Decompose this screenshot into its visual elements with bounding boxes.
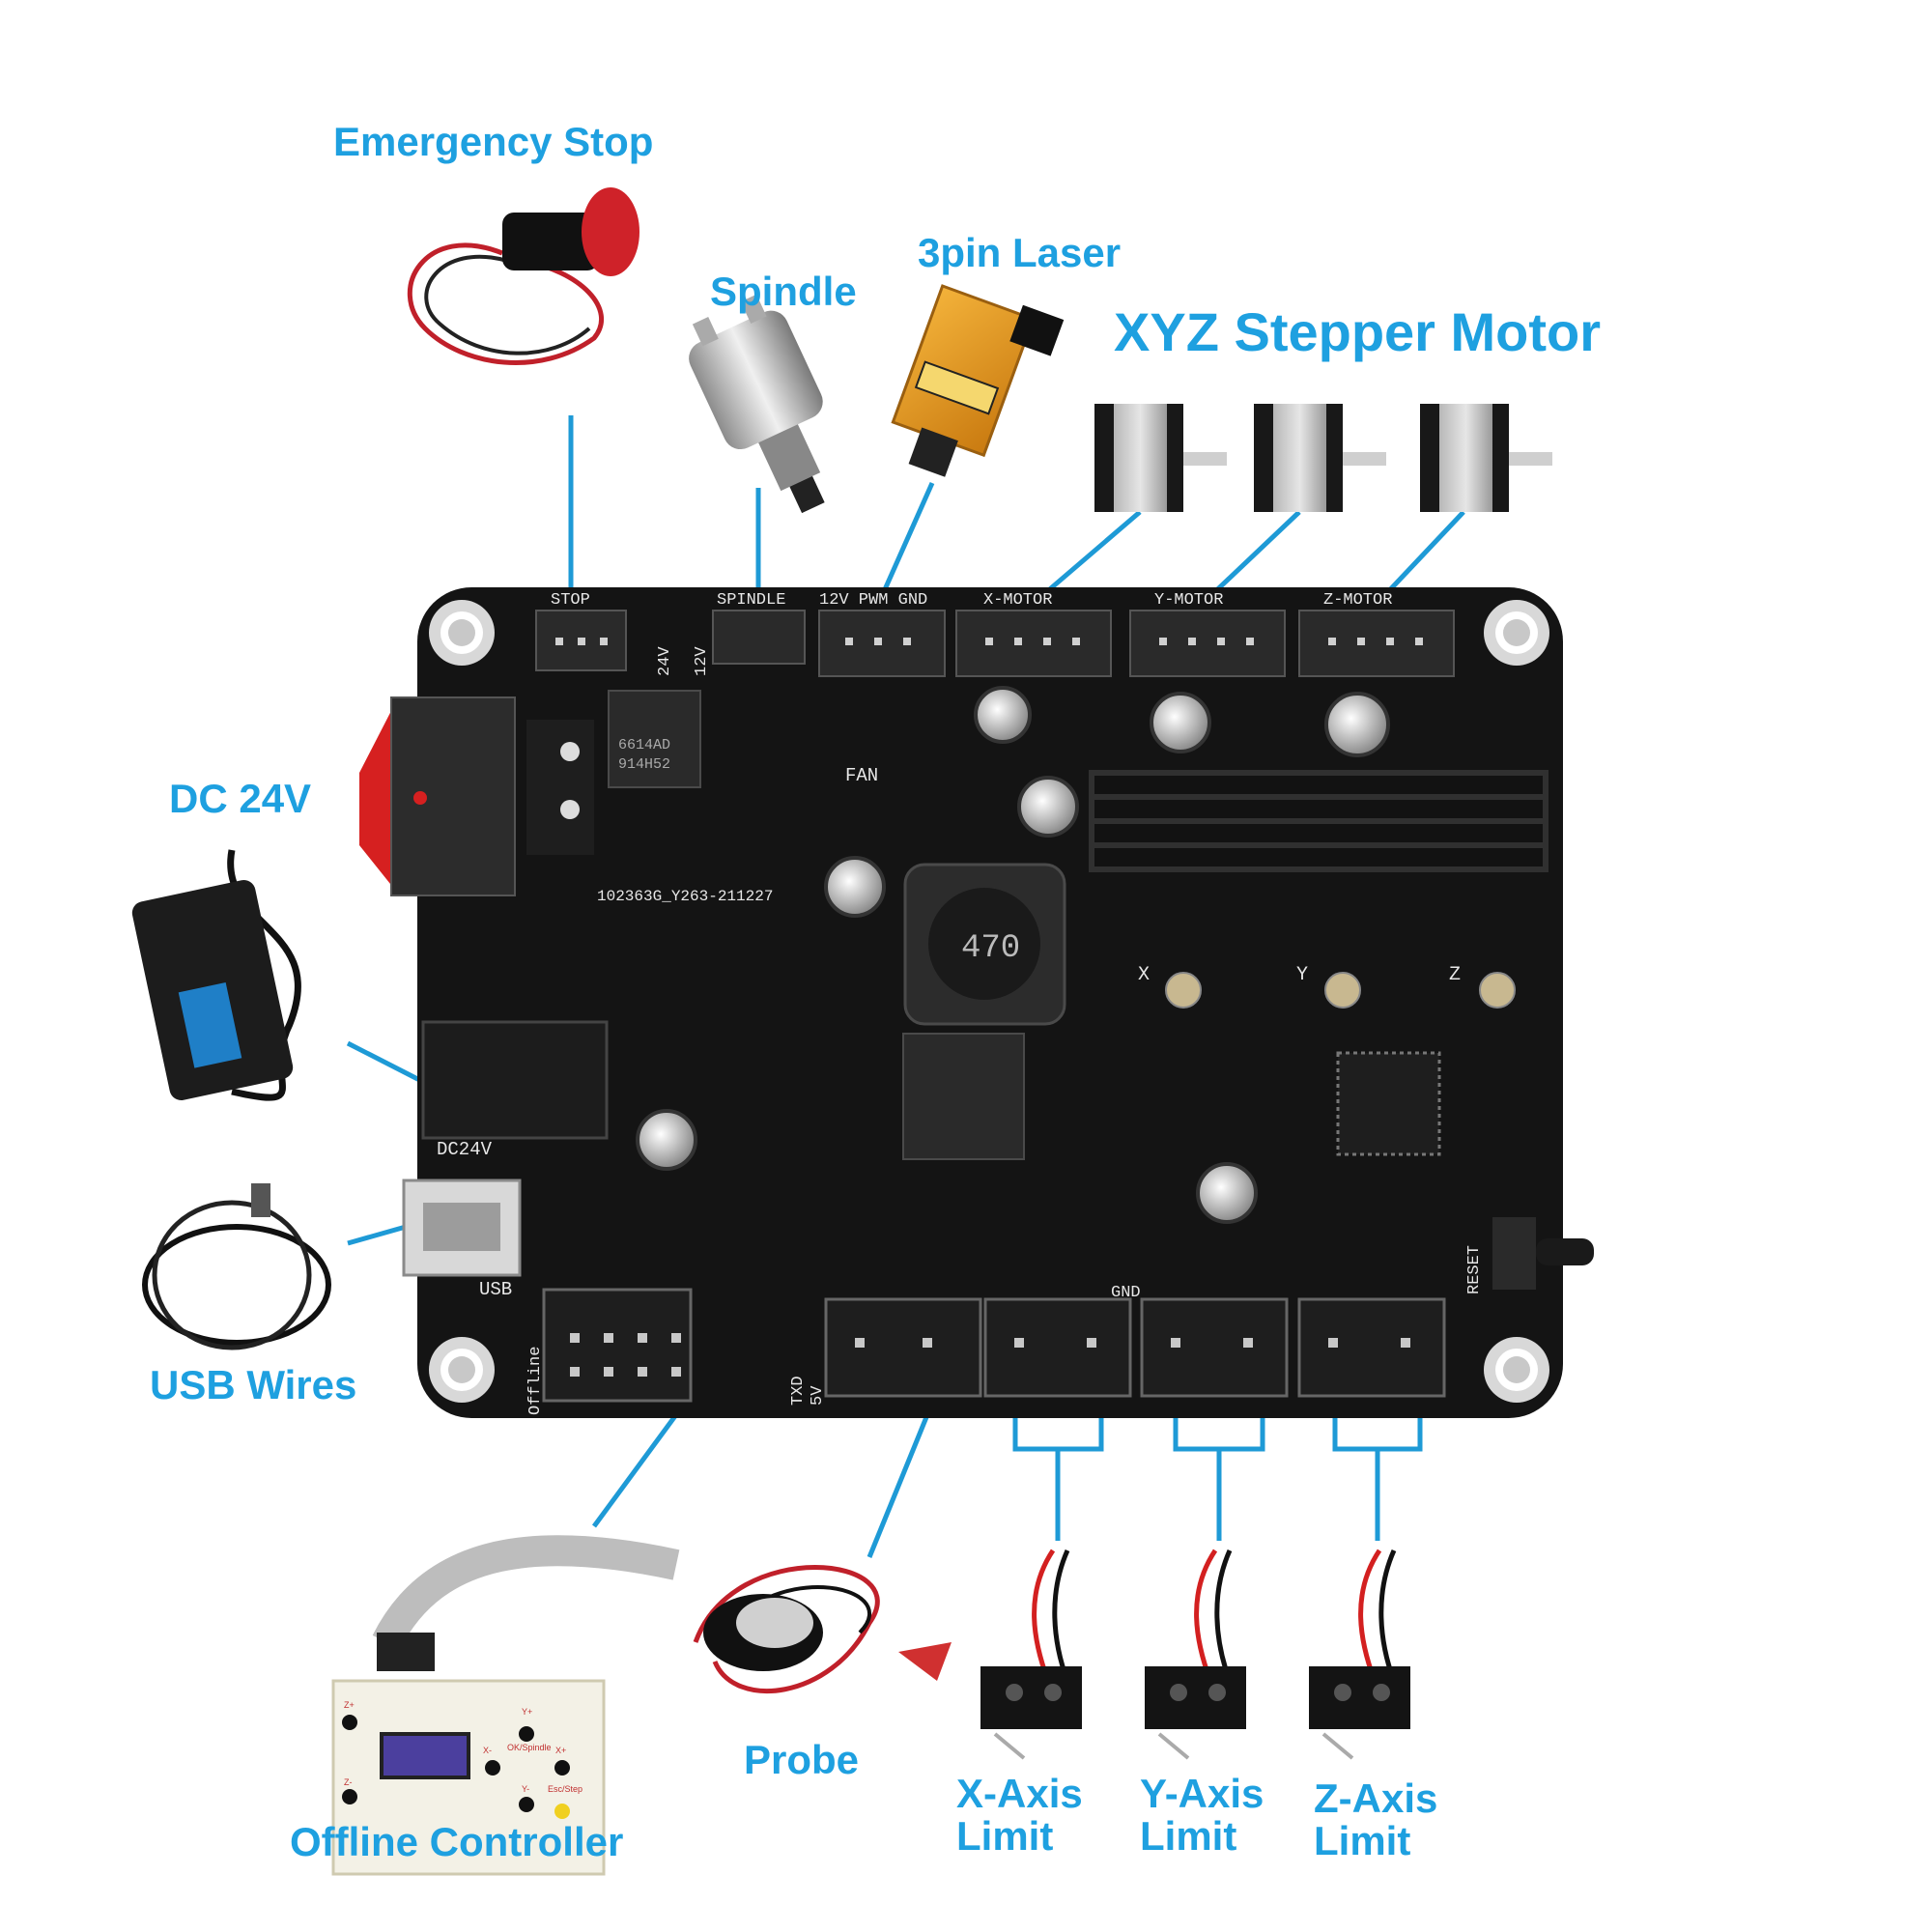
label-12v: 12V xyxy=(693,646,711,676)
label-offline-controller: Offline Controller xyxy=(290,1819,624,1864)
svg-text:6614AD: 6614AD xyxy=(618,737,670,753)
heatsink xyxy=(1089,770,1548,872)
label-z-axis-limit-line1: Z-Axis xyxy=(1314,1776,1438,1821)
label-driver-z: Z xyxy=(1449,964,1461,986)
svg-text:914H52: 914H52 xyxy=(618,756,670,773)
label-x-axis-limit-line2: Limit xyxy=(956,1813,1054,1860)
label-serial: 102363G_Y263-211227 xyxy=(597,888,773,905)
label-laser: 3pin Laser xyxy=(918,230,1122,275)
line-y-motor xyxy=(1206,510,1301,601)
line-z-motor xyxy=(1379,510,1465,601)
label-x-axis-limit-line1: X-Axis xyxy=(956,1771,1083,1816)
label-usb-wires: USB Wires xyxy=(150,1362,357,1407)
label-x-axis-limit: X-Axis Limit xyxy=(956,1771,1083,1860)
key-z-minus: Z- xyxy=(344,1777,353,1787)
label-z-axis-limit: Z-Axis Limit xyxy=(1314,1776,1438,1864)
stepper-motor-images xyxy=(1094,404,1552,512)
key-z-plus: Z+ xyxy=(344,1700,355,1710)
label-reset: RESET xyxy=(1465,1245,1484,1294)
z-limit-connector xyxy=(1297,1297,1446,1398)
line-probe xyxy=(867,1390,940,1558)
limit-switch-images xyxy=(980,1548,1410,1760)
label-emergency-stop: Emergency Stop xyxy=(333,119,654,164)
bottom-connectors xyxy=(824,1297,1446,1398)
laser-image xyxy=(891,284,1065,477)
label-z-motor: Z-MOTOR xyxy=(1323,591,1392,610)
label-usb: USB xyxy=(479,1279,512,1300)
usb-cable-image xyxy=(142,1183,331,1350)
label-driver-y: Y xyxy=(1296,964,1308,986)
limit-switch-z xyxy=(1309,1548,1410,1760)
key-x-minus: X- xyxy=(483,1746,492,1755)
label-y-axis-limit: Y-Axis Limit xyxy=(1140,1771,1264,1860)
label-driver-x: X xyxy=(1138,964,1150,986)
key-y-minus: Y- xyxy=(522,1784,529,1794)
reset-button xyxy=(1492,1217,1594,1290)
capacitors xyxy=(636,686,1390,1224)
label-laser-header: 12V PWM GND xyxy=(819,591,927,610)
label-gnd: GND xyxy=(1111,1284,1141,1302)
probe-connector xyxy=(824,1297,982,1398)
label-spindle: SPINDLE xyxy=(717,591,785,610)
key-y-plus: Y+ xyxy=(522,1707,532,1717)
connector-lines xyxy=(346,415,1465,1558)
limit-switch-y xyxy=(1145,1548,1246,1760)
key-ok-spindle: OK/Spindle xyxy=(507,1743,552,1752)
controller-board: STOP SPINDLE 12V PWM GND X-MOTOR Y-MOTOR… xyxy=(359,587,1594,1418)
z-motor-connector xyxy=(1298,610,1455,677)
label-dc24v: DC24V xyxy=(437,1139,493,1160)
spindle-connector xyxy=(712,610,806,665)
y-motor-connector xyxy=(1129,610,1286,677)
offline-header xyxy=(542,1288,693,1403)
mosfet: 6614AD 914H52 xyxy=(608,690,701,788)
probe-image xyxy=(693,1565,952,1693)
label-spindle: Spindle xyxy=(710,269,857,314)
label-dc-power: DC 24V xyxy=(169,776,312,821)
stepper-motor-z xyxy=(1420,404,1552,512)
stepper-motor-y xyxy=(1254,404,1386,512)
stepper-motor-x xyxy=(1094,404,1227,512)
label-offline: Offline xyxy=(526,1347,545,1415)
label-y-axis-limit-line1: Y-Axis xyxy=(1140,1771,1264,1816)
label-probe: Probe xyxy=(744,1737,860,1782)
offline-controller-image: Z+ Y+ X- OK/Spindle X+ Y- Esc/Step Z- xyxy=(331,1535,680,1876)
label-txd: TXD xyxy=(789,1376,808,1406)
emergency-stop-image xyxy=(407,187,639,365)
spindle-image xyxy=(689,294,825,514)
label-5v: 5V xyxy=(809,1385,827,1406)
x-limit-connector xyxy=(983,1297,1132,1398)
inductor: 470 xyxy=(903,863,1066,1026)
label-z-axis-limit-line2: Limit xyxy=(1314,1818,1411,1864)
label-x-motor: X-MOTOR xyxy=(983,591,1052,610)
top-connectors xyxy=(535,610,1455,677)
x-motor-connector xyxy=(955,610,1112,677)
label-y-axis-limit-line2: Limit xyxy=(1140,1813,1237,1860)
power-switch xyxy=(359,696,594,896)
limit-switch-x xyxy=(980,1548,1082,1760)
svg-text:470: 470 xyxy=(961,930,1020,967)
label-stop: STOP xyxy=(551,591,590,610)
usb-port xyxy=(402,1179,522,1277)
mcu-chip xyxy=(1336,1051,1441,1156)
y-limit-connector xyxy=(1140,1297,1289,1398)
label-24v: 24V xyxy=(656,646,674,676)
line-usb xyxy=(347,1224,407,1246)
key-esc-step: Esc/Step xyxy=(548,1784,582,1794)
power-adapter-image xyxy=(131,849,301,1101)
line-x-motor xyxy=(1037,510,1142,601)
label-fan: FAN xyxy=(845,765,878,786)
dc-jack xyxy=(421,1020,609,1140)
mounting-holes xyxy=(429,600,1549,1403)
label-stepper-motor: XYZ Stepper Motor xyxy=(1114,301,1602,362)
key-x-plus: X+ xyxy=(555,1746,566,1755)
regulator xyxy=(902,1033,1025,1160)
label-y-motor: Y-MOTOR xyxy=(1154,591,1223,610)
